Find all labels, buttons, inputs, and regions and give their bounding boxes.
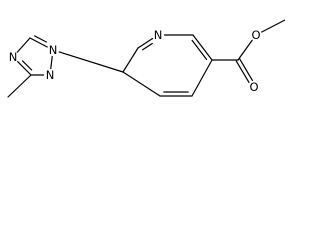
single-bond-line [122, 47, 139, 73]
double-bond-line [192, 34, 213, 61]
single-bond-line [58, 51, 124, 73]
atom-label-n: N [46, 68, 55, 82]
double-bond-line [29, 37, 48, 48]
double-bond-inner-line [34, 35, 47, 43]
atom-label-o: O [249, 80, 258, 94]
atom-label-n: N [9, 50, 18, 64]
double-bond-inner-line [21, 60, 33, 71]
single-bond-line [7, 74, 32, 98]
atom-label-o: O [251, 28, 260, 42]
single-bond-line [16, 37, 31, 53]
single-bond-line [237, 39, 253, 61]
bonds-layer [7, 19, 285, 98]
double-bond-line [17, 60, 32, 76]
single-bond-line [261, 19, 285, 33]
double-bond-line [239, 58, 254, 81]
single-bond-line [122, 71, 161, 97]
double-bond-line [235, 60, 250, 84]
double-bond-inner-line [191, 39, 208, 61]
single-bond-line [191, 59, 213, 97]
single-bond-line [50, 55, 53, 70]
atom-label-n: N [154, 28, 163, 42]
double-bond-inner-line [141, 42, 153, 51]
atom-label-n: N [49, 43, 58, 57]
double-bond-line [137, 37, 154, 49]
